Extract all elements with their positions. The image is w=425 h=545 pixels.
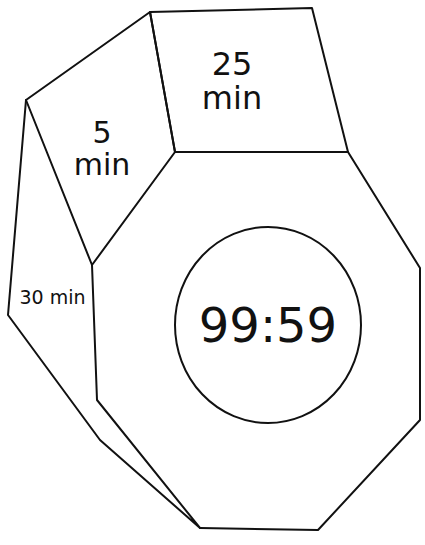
upper-left-face xyxy=(26,12,175,265)
face-label: 30 min xyxy=(17,286,88,310)
timer-text: 30 min xyxy=(19,288,86,308)
timer-text: 99:59 xyxy=(199,300,337,350)
timer-text: 25 min xyxy=(196,48,268,115)
timer-text: 5 min xyxy=(68,117,136,180)
face-label: 5 min xyxy=(64,113,140,184)
display-circle: 99:59 xyxy=(173,225,363,425)
front-face xyxy=(175,152,420,530)
face-label: 25 min xyxy=(192,44,272,119)
top-face xyxy=(150,8,348,152)
lower-left-face xyxy=(8,100,200,528)
